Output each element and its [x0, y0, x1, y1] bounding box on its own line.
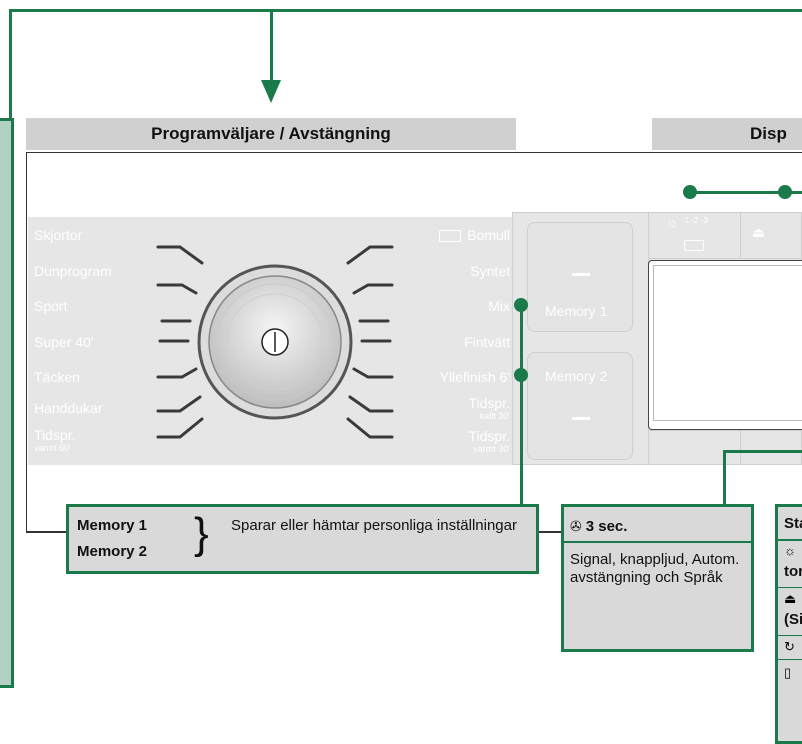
arrow-stem — [270, 11, 273, 83]
memory-2-dash — [572, 417, 590, 420]
sun-icon-small: ☼ — [784, 543, 796, 558]
memory-1-dash — [572, 273, 590, 276]
brace-icon: } — [194, 509, 209, 558]
program-label-tidspr-varmt30[interactable]: Tidspr.varmt 30' — [468, 428, 511, 454]
memory-callout-description: Sparar eller hämtar personliga inställni… — [231, 517, 517, 534]
book-icon-small: ▯ — [784, 665, 792, 680]
right-callout-row2: tor — [784, 563, 802, 580]
memory-1-button[interactable]: Memory 1 — [527, 222, 633, 332]
program-label-yllefinish[interactable]: Yllefinish 6' — [439, 369, 510, 385]
dial-tick-marks — [156, 245, 394, 439]
right-callout: Sta ☼ tor ⏏ (Si ↻ ▯ — [775, 504, 802, 744]
bomull-tag-icon — [439, 230, 462, 243]
program-label-fintvatt[interactable]: Fintvätt — [464, 334, 510, 350]
settings-connector-horizontal — [723, 450, 802, 453]
program-label-tacken[interactable]: Täcken — [34, 369, 80, 385]
right-callout-divider-3 — [778, 635, 802, 636]
left-side-box — [0, 118, 14, 688]
timer-icon-small: ↻ — [784, 639, 795, 654]
right-callout-divider-2 — [778, 587, 802, 588]
frame-left-line — [9, 9, 12, 121]
wrench-icon: ✇ — [570, 518, 582, 534]
display-connector-line — [690, 191, 802, 194]
connector-dot-2 — [778, 185, 792, 199]
settings-connector-vertical — [723, 452, 726, 507]
program-label-bomull[interactable]: Bomull — [439, 226, 510, 244]
header-display: Disp — [652, 118, 802, 150]
button-row-divider — [648, 258, 802, 259]
program-label-mix[interactable]: Mix — [488, 298, 510, 314]
program-label-tidspr-varmt60[interactable]: Tidspr.varmt 60' — [34, 427, 76, 453]
program-label-sport[interactable]: Sport — [34, 298, 68, 314]
temperature-button[interactable]: ☼ -1 -2 -3 — [660, 214, 735, 256]
iron-icon: ⏏ — [752, 224, 766, 240]
memory-1-label: Memory 1 — [545, 303, 608, 319]
memory-2-label: Memory 2 — [545, 368, 608, 384]
program-label-skjortor[interactable]: Skjortor — [34, 227, 83, 243]
memory-2-button[interactable]: Memory 2 — [527, 352, 633, 460]
memory-connector-line — [520, 303, 523, 515]
memory-2-dot — [514, 368, 528, 382]
header-program-selector: Programväljare / Avstängning — [26, 118, 516, 150]
program-label-dunprogram[interactable]: Dunprogram — [34, 263, 112, 279]
right-callout-divider-4 — [778, 659, 802, 660]
level-superscript: -1 -2 -3 — [682, 216, 708, 225]
memory-callout-line1: Memory 1 — [77, 517, 148, 534]
arrow-down-icon — [261, 80, 281, 103]
right-callout-title: Sta — [784, 515, 802, 532]
sun-icon: ☼ — [666, 214, 679, 230]
right-callout-row4: (Si — [784, 611, 802, 628]
memory-1-dot — [514, 298, 528, 312]
right-callout-divider — [778, 539, 802, 541]
settings-callout-title: 3 sec. — [585, 518, 628, 535]
frame-top-line — [9, 9, 802, 12]
program-label-tidspr-kallt30[interactable]: Tidspr.kallt 30' — [468, 395, 511, 421]
programs-right-list: Bomull Syntet Mix Fintvätt Yllefinish 6'… — [400, 226, 510, 466]
connector-dot-1 — [683, 185, 697, 199]
program-dial[interactable] — [150, 225, 400, 455]
iron-button[interactable]: ⏏ — [742, 216, 802, 256]
tag-icon — [684, 240, 704, 251]
program-label-syntet[interactable]: Syntet — [470, 263, 510, 279]
settings-callout-title-row: ✇3 sec. — [570, 517, 627, 536]
settings-callout-description: Signal, knappljud, Autom. avstängning oc… — [570, 551, 740, 586]
settings-callout-divider — [564, 541, 751, 543]
program-label-handdukar[interactable]: Handdukar — [34, 400, 103, 416]
programs-left-list: Skjortor Dunprogram Sport Super 40' Täck… — [34, 226, 154, 466]
memory-callout: Memory 1 Memory 2 } Sparar eller hämtar … — [66, 504, 539, 574]
settings-callout: ✇3 sec. Signal, knappljud, Autom. avstän… — [561, 504, 754, 652]
display-screen — [648, 260, 802, 430]
memory-callout-line2: Memory 2 — [77, 543, 148, 560]
header-display-text: Disp — [750, 124, 787, 143]
display-inner-bevel — [653, 265, 802, 421]
program-label-super40[interactable]: Super 40' — [34, 334, 94, 350]
button-col-divider-right — [740, 212, 741, 258]
button-row-divider-bottom — [648, 430, 802, 431]
button-col-divider-right-bottom — [740, 430, 741, 465]
iron-icon-small: ⏏ — [784, 591, 797, 606]
